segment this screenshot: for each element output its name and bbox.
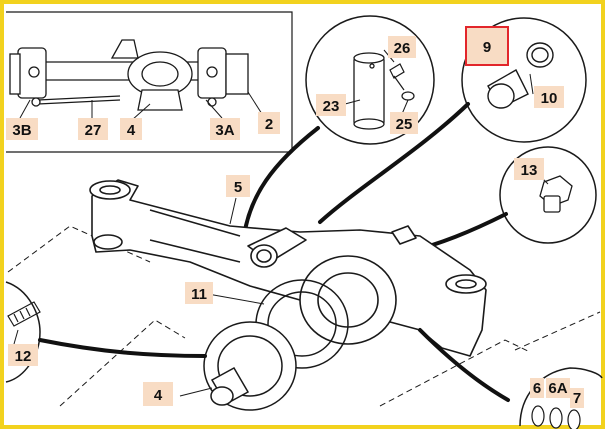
callout-12: 12 [15, 348, 32, 365]
callout-2: 2 [265, 116, 273, 133]
callout-13: 13 [521, 162, 538, 179]
leader-pin [242, 126, 320, 238]
callout-7: 7 [573, 390, 581, 407]
callout-3b: 3B [12, 122, 31, 139]
inset-full-axle [6, 11, 293, 153]
highlight-box-9 [465, 26, 509, 66]
callout-6: 6 [533, 380, 541, 397]
leader-bushes [318, 102, 470, 224]
leader-stud [38, 338, 207, 358]
callout-leaders [13, 49, 549, 397]
inset-border [6, 11, 293, 153]
callout-4-main: 4 [154, 387, 163, 404]
housing-4-drawing [203, 321, 297, 411]
callout-labels: 2 3A 3B 4 27 23 25 26 9 10 13 5 11 12 4 … [12, 39, 581, 407]
callout-5: 5 [234, 179, 242, 196]
callout-3a: 3A [215, 122, 234, 139]
washer-drawing [531, 405, 581, 429]
plane-bottom-right [379, 339, 531, 407]
stud-drawing [7, 301, 41, 327]
plane-right-edge [514, 311, 601, 351]
callout-25: 25 [396, 116, 413, 133]
callout-23: 23 [323, 98, 340, 115]
callout-27: 27 [85, 122, 102, 139]
callout-4-inset: 4 [127, 122, 136, 139]
bush-drawing [487, 42, 554, 109]
fastener-drawing [389, 63, 415, 101]
callout-10: 10 [541, 90, 558, 107]
callout-9: 9 [483, 39, 491, 56]
plane-bottom-left [59, 319, 186, 407]
callout-6a: 6A [548, 380, 567, 397]
pin-23-drawing [353, 52, 385, 130]
inset-leader-lines [19, 91, 263, 121]
callout-26: 26 [394, 40, 411, 57]
callout-chips [6, 36, 584, 408]
axle-casing-drawing [89, 179, 487, 357]
callout-11: 11 [191, 286, 207, 303]
leader-washers [418, 328, 510, 402]
